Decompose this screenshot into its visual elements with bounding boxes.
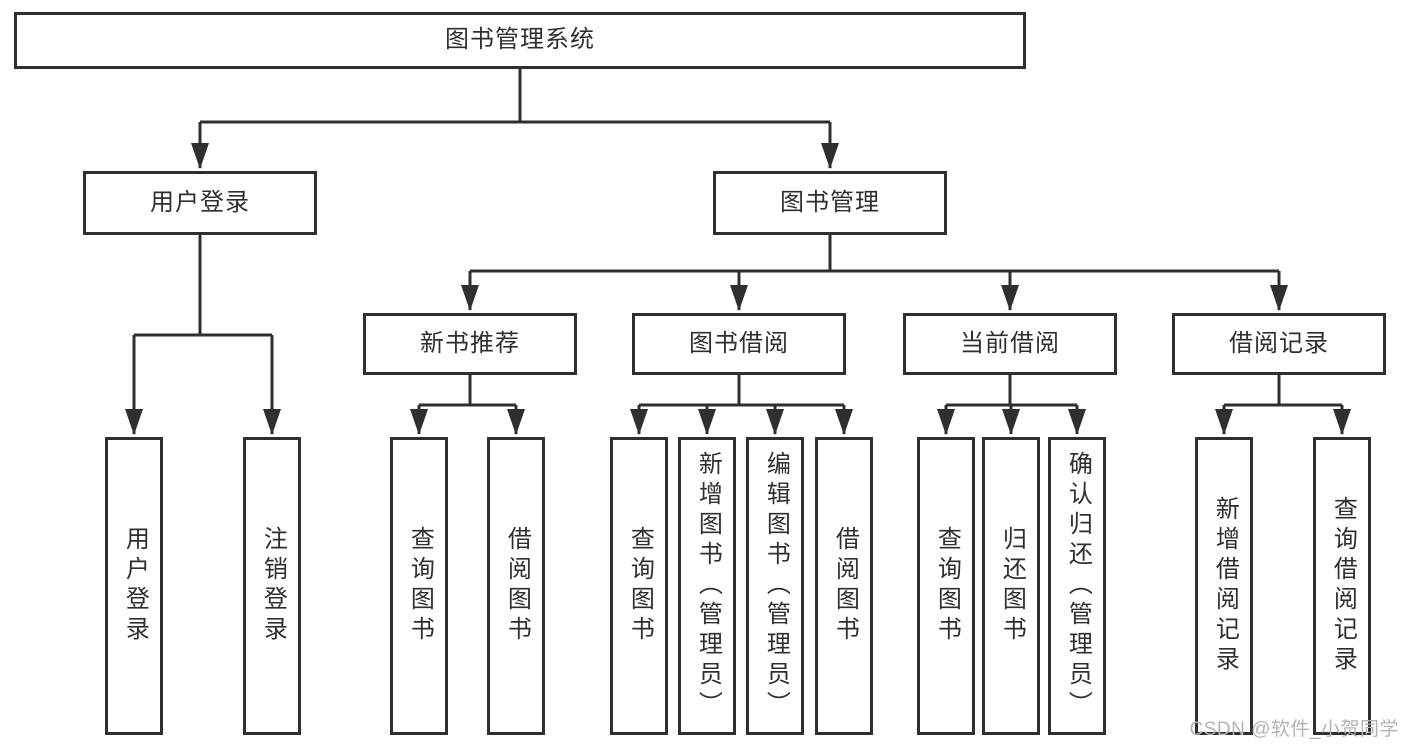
user-login-leaf-box: 用户登录 xyxy=(105,437,163,735)
connector-book-borrow-children xyxy=(630,375,853,435)
connector-current-borrow-children xyxy=(937,375,1086,435)
current-borrow-box: 当前借阅 xyxy=(903,313,1117,375)
add-book-admin-leaf-box: 新增图书（管理员） xyxy=(678,437,736,735)
root-box: 图书管理系统 xyxy=(14,12,1026,69)
query-book-leaf-box-3: 查询图书 xyxy=(917,437,975,735)
connector-user-login-children xyxy=(125,235,281,435)
user-login-box: 用户登录 xyxy=(83,171,317,235)
return-book-leaf-box: 归还图书 xyxy=(982,437,1040,735)
borrow-record-box: 借阅记录 xyxy=(1172,313,1386,375)
borrow-book-leaf-box-1: 借阅图书 xyxy=(487,437,545,735)
new-book-recommend-box: 新书推荐 xyxy=(363,313,577,375)
book-management-box: 图书管理 xyxy=(713,171,947,235)
connector-root-branch xyxy=(191,69,839,169)
connector-new-book-children xyxy=(410,375,525,435)
borrow-book-leaf-box-2: 借阅图书 xyxy=(815,437,873,735)
book-borrow-box: 图书借阅 xyxy=(632,313,846,375)
edit-book-admin-leaf-box: 编辑图书（管理员） xyxy=(746,437,804,735)
query-borrow-record-leaf-box: 查询借阅记录 xyxy=(1313,437,1371,735)
logout-leaf-box: 注销登录 xyxy=(243,437,301,735)
add-borrow-record-leaf-box: 新增借阅记录 xyxy=(1195,437,1253,735)
connector-borrow-record-children xyxy=(1215,375,1351,435)
watermark: CSDN @软件_小贺同学 xyxy=(1189,719,1399,740)
query-book-leaf-box-1: 查询图书 xyxy=(390,437,448,735)
query-book-leaf-box-2: 查询图书 xyxy=(610,437,668,735)
connector-book-management-children xyxy=(461,235,1288,311)
confirm-return-admin-leaf-box: 确认归还（管理员） xyxy=(1048,437,1106,735)
